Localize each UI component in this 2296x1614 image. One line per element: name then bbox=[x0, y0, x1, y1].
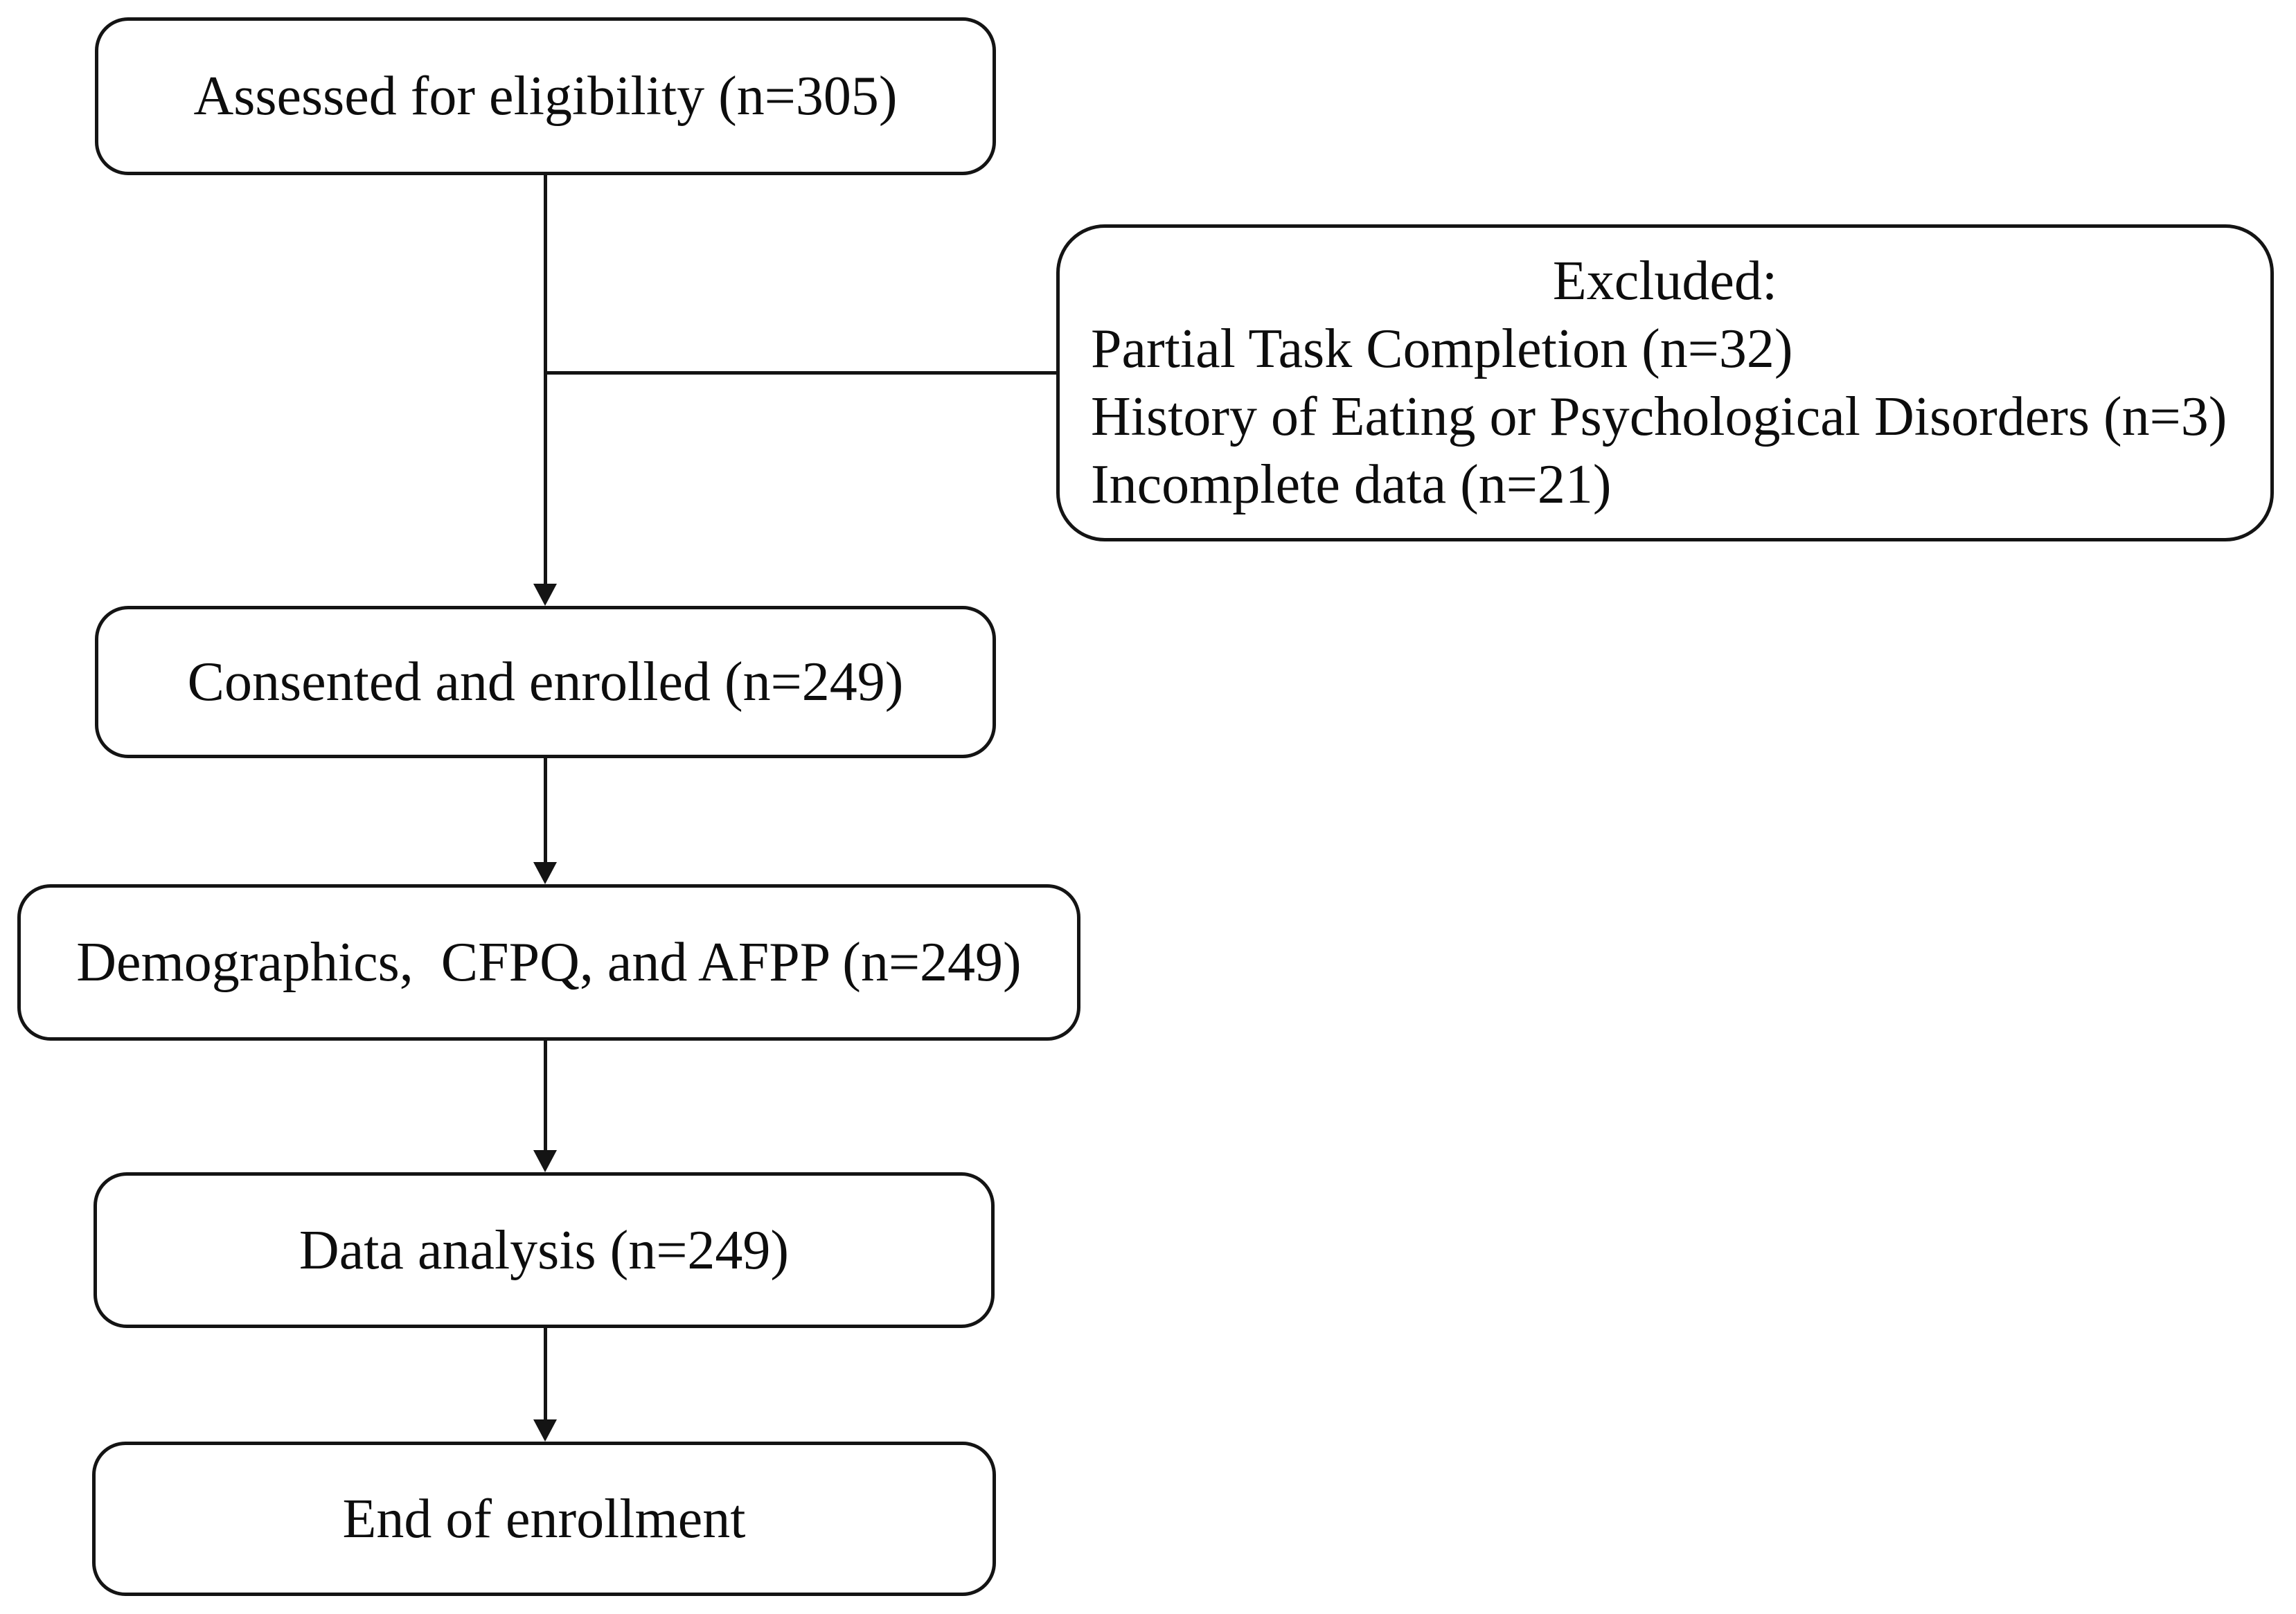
node-demographics-label: Demographics, CFPQ, and AFPP (n=249) bbox=[76, 932, 1022, 993]
excluded-item-incomplete-data: Incomplete data (n=21) bbox=[1091, 454, 1612, 515]
excluded-item-partial-task: Partial Task Completion (n=32) bbox=[1091, 319, 1793, 379]
excluded-item-history-disorders: History of Eating or Psychological Disor… bbox=[1091, 386, 2227, 447]
node-assessed-label: Assessed for eligibility (n=305) bbox=[193, 66, 898, 127]
node-end-of-enrollment: End of enrollment bbox=[92, 1442, 996, 1596]
node-data-analysis: Data analysis (n=249) bbox=[94, 1172, 995, 1328]
connector-to-excluded-line bbox=[545, 371, 1058, 375]
node-data-analysis-label: Data analysis (n=249) bbox=[299, 1219, 790, 1281]
arrow-down-icon bbox=[533, 1419, 557, 1442]
arrow-down-icon bbox=[533, 862, 557, 884]
node-assessed-for-eligibility: Assessed for eligibility (n=305) bbox=[95, 17, 996, 175]
arrow-consented-to-demographics-line bbox=[544, 758, 547, 863]
node-consented-and-enrolled: Consented and enrolled (n=249) bbox=[95, 606, 996, 758]
arrow-down-icon bbox=[533, 1150, 557, 1172]
node-end-label: End of enrollment bbox=[342, 1488, 746, 1550]
excluded-title: Excluded: bbox=[1552, 251, 1778, 312]
arrow-assessed-to-consented-line bbox=[544, 175, 547, 585]
arrow-demographics-to-data-analysis-line bbox=[544, 1041, 547, 1151]
arrow-data-analysis-to-end-line bbox=[544, 1328, 547, 1421]
node-consented-label: Consented and enrolled (n=249) bbox=[187, 652, 904, 712]
node-demographics-cfpq-afpp: Demographics, CFPQ, and AFPP (n=249) bbox=[17, 884, 1080, 1041]
arrow-down-icon bbox=[533, 584, 557, 606]
node-excluded: Excluded: Partial Task Completion (n=32)… bbox=[1056, 224, 2274, 541]
